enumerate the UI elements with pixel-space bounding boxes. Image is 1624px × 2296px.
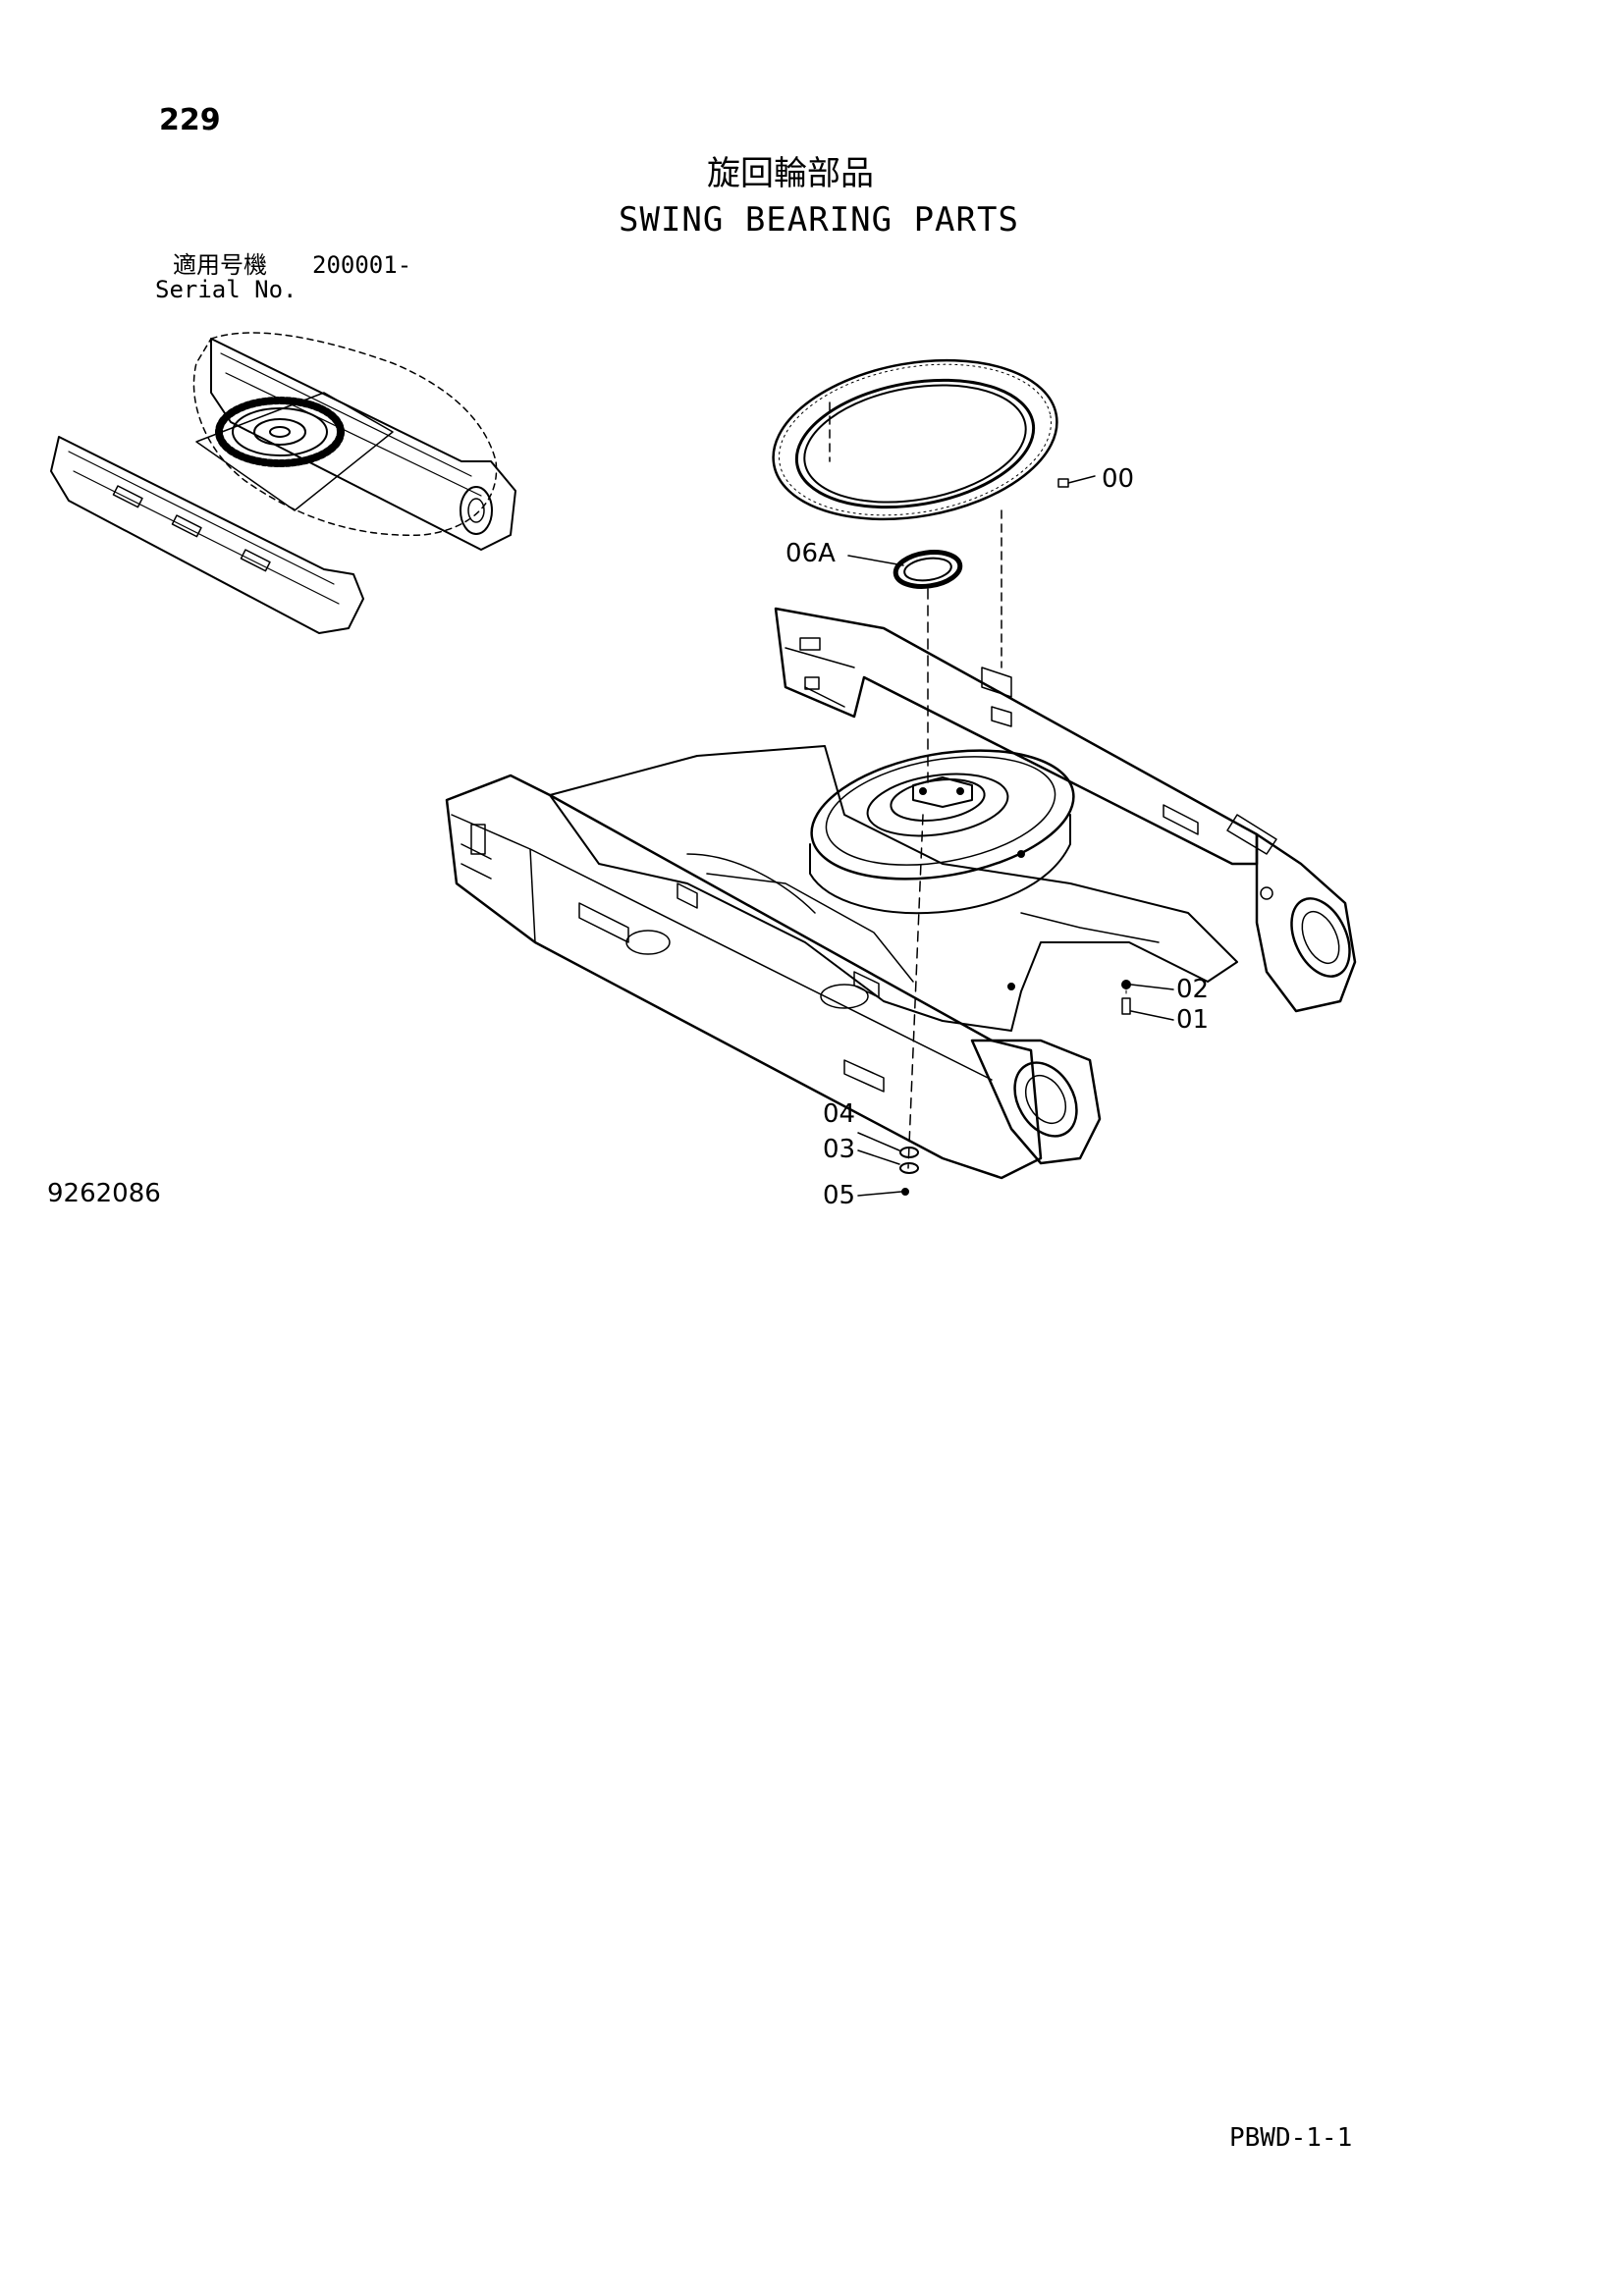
- callout-00: 00: [1102, 464, 1134, 494]
- callout-04: 04: [823, 1099, 855, 1129]
- fasteners: [899, 478, 1131, 1196]
- callout-labels: 00 06A 02 01 04 03 05: [785, 464, 1209, 1210]
- seal-ring: [893, 550, 963, 1169]
- callout-02: 02: [1176, 975, 1209, 1004]
- overview-thumbnail: [50, 332, 516, 634]
- callout-leaders: [847, 475, 1174, 1197]
- page-code: PBWD-1-1: [1229, 2123, 1353, 2153]
- serial-label-japanese: 適用号機: [173, 251, 267, 279]
- serial-label-english: Serial No.: [155, 276, 298, 303]
- callout-06A: 06A: [785, 539, 836, 568]
- drawing-number: 9262086: [47, 1179, 161, 1208]
- callout-05: 05: [823, 1181, 855, 1210]
- callout-03: 03: [823, 1135, 855, 1164]
- callout-01: 01: [1176, 1005, 1209, 1035]
- page-title-english: SWING BEARING PARTS: [619, 200, 1019, 240]
- page-title-japanese: 旋回輪部品: [707, 154, 874, 193]
- swing-bearing-ring: [772, 358, 1058, 668]
- track-frame: [445, 607, 1357, 1180]
- serial-value: 200001-: [312, 251, 412, 279]
- page-number: 229: [159, 103, 221, 137]
